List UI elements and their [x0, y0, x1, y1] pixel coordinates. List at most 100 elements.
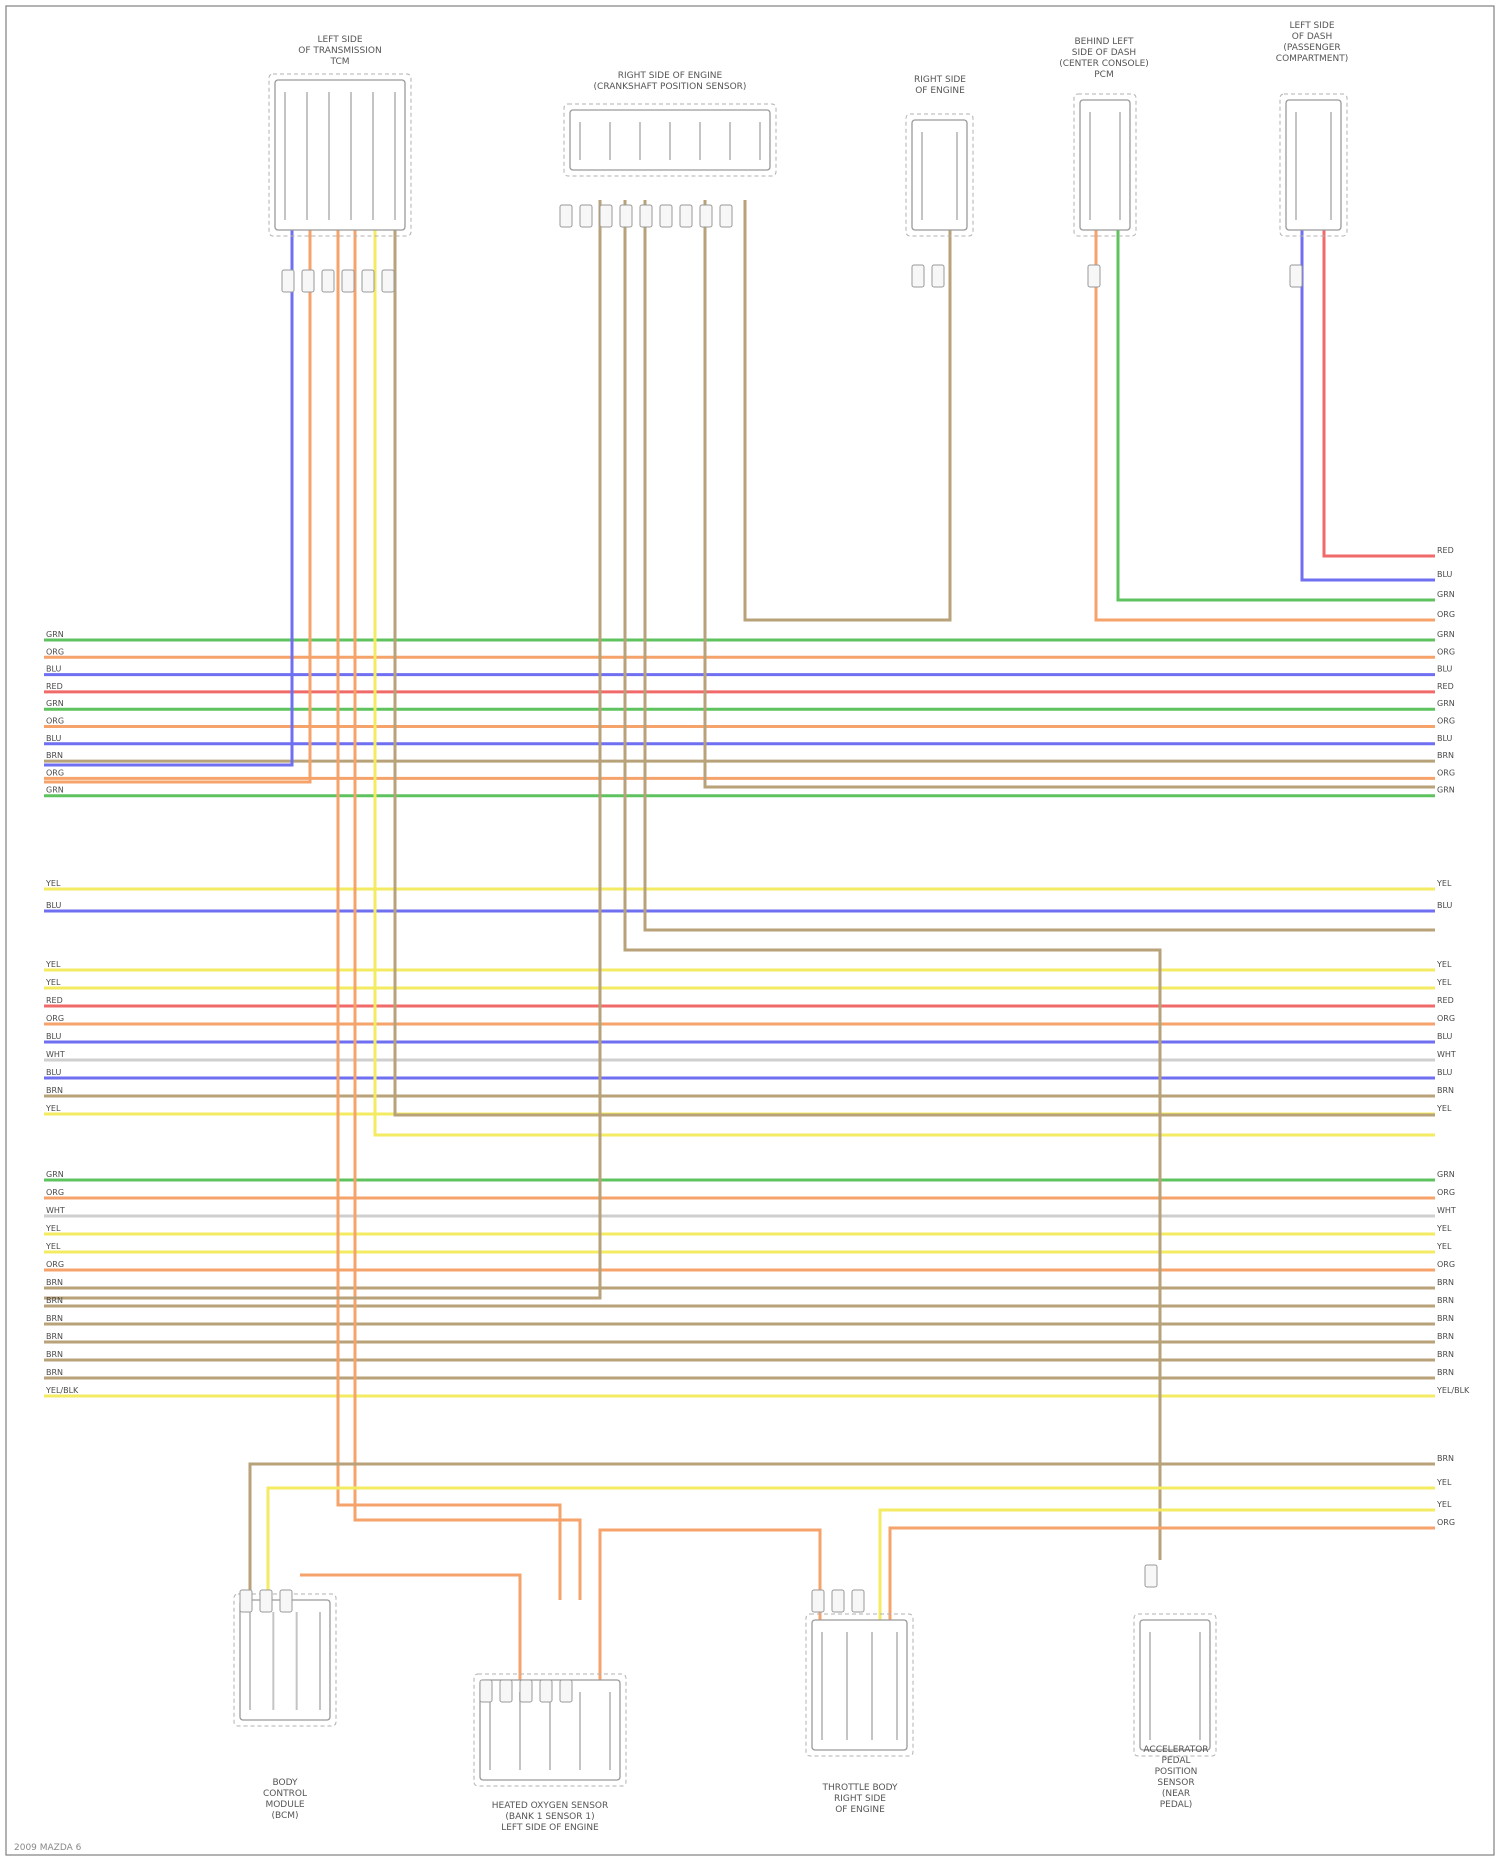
bus-wire-label-right: ORG	[1437, 1014, 1455, 1023]
bus-wire-label-right: YEL/BLK	[1436, 1386, 1470, 1395]
bus-wire-label-left: ORG	[46, 1260, 64, 1269]
tcm-wire-blu	[44, 230, 292, 765]
bus-wire-label-right: BLU	[1437, 665, 1453, 674]
inline-connector	[260, 1590, 272, 1612]
component-label: PEDAL)	[1160, 1800, 1193, 1810]
bus-wire-label-left: WHT	[46, 1206, 65, 1215]
bus-wire-label-right: YEL	[1436, 978, 1452, 987]
bus-wire-label-right: GRN	[1437, 630, 1455, 639]
inline-connector	[852, 1590, 864, 1612]
bus-wire-label-left: YEL/BLK	[45, 1386, 79, 1395]
inline-connector	[640, 205, 652, 227]
bus-wire-label-right: GRN	[1437, 699, 1455, 708]
tcm-wire-org	[44, 230, 310, 782]
inline-connector	[302, 270, 314, 292]
inline-connector	[832, 1590, 844, 1612]
component-label: PCM	[1094, 70, 1113, 80]
inline-connector	[1290, 265, 1302, 287]
component-label: LEFT SIDE	[317, 35, 362, 45]
component-body	[1286, 100, 1341, 230]
top-right-wire-label: BLU	[1437, 570, 1453, 579]
bus-wire-label-left: WHT	[46, 1050, 65, 1059]
inline-connector	[720, 205, 732, 227]
bus-wire-label-left: BLU	[46, 665, 62, 674]
inline-connector	[342, 270, 354, 292]
bus-wire-label-left: BRN	[46, 1086, 63, 1095]
bus-wire-label-right: YEL	[1436, 1224, 1452, 1233]
bus-wire-label-left: ORG	[46, 1188, 64, 1197]
bus-wire-label-right: ORG	[1437, 1188, 1455, 1197]
inline-connector	[560, 1680, 572, 1702]
bus-wire-label-right: YEL	[1436, 879, 1452, 888]
bus-wire-label-right: BLU	[1437, 1032, 1453, 1041]
component-label: BODY	[272, 1778, 298, 1788]
bus-wire-label-left: GRN	[46, 630, 64, 639]
inline-connector	[912, 265, 924, 287]
component-label: ACCELERATOR	[1143, 1745, 1208, 1755]
bottom-wire-org	[890, 1528, 1435, 1620]
bus-wire-label-right: WHT	[1437, 1050, 1456, 1059]
component-label: (BANK 1 SENSOR 1)	[505, 1812, 594, 1822]
bus-wire-label-right: BLU	[1437, 901, 1453, 910]
component-label: SENSOR	[1157, 1778, 1194, 1788]
bus-wire-label-left: BRN	[46, 1314, 63, 1323]
component-label: OF TRANSMISSION	[298, 46, 381, 56]
bus-wire-label-left: BLU	[46, 734, 62, 743]
bus-wire-label-left: ORG	[46, 717, 64, 726]
inline-connector	[322, 270, 334, 292]
bus-wire-label-left: BRN	[46, 1350, 63, 1359]
inline-connector	[600, 205, 612, 227]
bus-wire-label-left: GRN	[46, 699, 64, 708]
bus-wire-label-right: YEL	[1436, 1242, 1452, 1251]
bus-wire-label-left: RED	[46, 682, 63, 691]
bus-wire-label-left: BRN	[46, 1332, 63, 1341]
crank-wire-3	[645, 200, 1435, 930]
bus-wire-label-right: ORG	[1437, 1260, 1455, 1269]
tcm-wire-yel	[375, 230, 1435, 1135]
bus-wire-label-left: BLU	[46, 1068, 62, 1077]
inline-connector	[660, 205, 672, 227]
component-label: SIDE OF DASH	[1072, 48, 1136, 58]
inline-connector	[362, 270, 374, 292]
bus-wire-label-right: RED	[1437, 996, 1454, 1005]
inline-connector	[812, 1590, 824, 1612]
component-label: LEFT SIDE OF ENGINE	[501, 1823, 599, 1833]
component-label: OF DASH	[1292, 32, 1333, 42]
bus-wire-label-right: RED	[1437, 682, 1454, 691]
bottom-right-wire-label: BRN	[1437, 1454, 1454, 1463]
inline-connector	[540, 1680, 552, 1702]
component-label: BEHIND LEFT	[1074, 37, 1134, 47]
inline-connector	[932, 265, 944, 287]
bus-wire-label-right: BLU	[1437, 1068, 1453, 1077]
bus-wire-label-right: ORG	[1437, 717, 1455, 726]
component-label: CONTROL	[263, 1789, 307, 1799]
inline-connector	[500, 1680, 512, 1702]
inline-connector	[680, 205, 692, 227]
inline-connector	[520, 1680, 532, 1702]
labels-layer: GRN GRN ORG ORG BLU BLU RED RED GRN GRN ORG ORG BLU B…	[45, 21, 1470, 1833]
wires-layer	[44, 180, 1435, 1700]
bus-wire-label-left: GRN	[46, 1170, 64, 1179]
footer-text: 2009 MAZDA 6	[14, 1843, 82, 1853]
dash-wire-red	[1324, 230, 1435, 556]
bus-wire-label-left: GRN	[46, 786, 64, 795]
bottom-right-wire-label: ORG	[1437, 1518, 1455, 1527]
component-label: (CRANKSHAFT POSITION SENSOR)	[594, 82, 747, 92]
top-right-wire-label: GRN	[1437, 590, 1455, 599]
component-label: PEDAL	[1161, 1756, 1190, 1766]
bus-wire-label-right: GRN	[1437, 786, 1455, 795]
bus-wire-label-left: BRN	[46, 1296, 63, 1305]
component-label: MODULE	[265, 1800, 304, 1810]
dash-wire-blu	[1302, 230, 1435, 580]
bus-wire-label-left: RED	[46, 996, 63, 1005]
bus-wire-label-left: YEL	[45, 960, 61, 969]
component-label: (BCM)	[271, 1811, 298, 1821]
crank-wire-1	[44, 200, 600, 1298]
component-body	[912, 120, 967, 230]
bus-wire-label-right: BLU	[1437, 734, 1453, 743]
bus-wire-label-right: WHT	[1437, 1206, 1456, 1215]
bus-wire-label-right: BRN	[1437, 1278, 1454, 1287]
component-label: RIGHT SIDE	[834, 1794, 886, 1804]
bus-wire-label-right: BRN	[1437, 1296, 1454, 1305]
